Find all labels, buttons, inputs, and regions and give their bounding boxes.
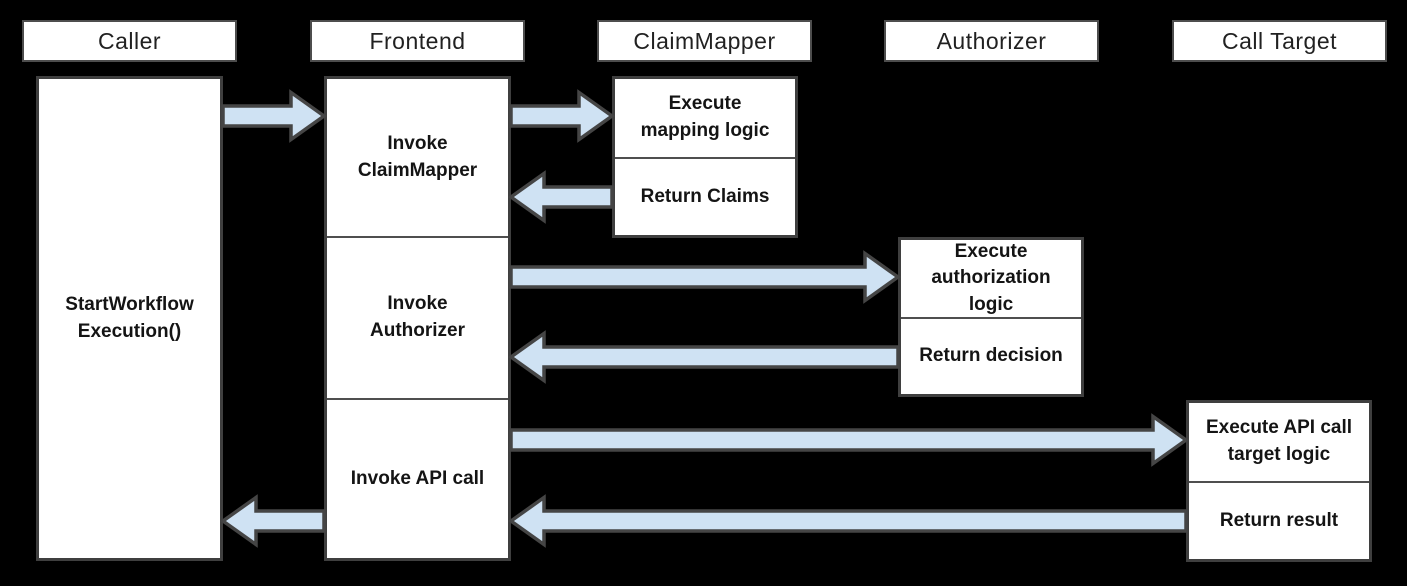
activity-return-result: Return result <box>1189 481 1369 559</box>
activity-return-decision: Return decision <box>901 317 1081 394</box>
activity-execute-mapping-logic: Execute mapping logic <box>615 79 795 157</box>
arrow-frontend-to-authorizer <box>509 250 902 304</box>
activation-authorizer: Execute authorization logic Return decis… <box>898 237 1084 397</box>
lifeline-header-calltarget-label: Call Target <box>1221 27 1338 54</box>
activity-invoke-claimmapper-label: Invoke ClaimMapper <box>357 132 478 181</box>
lifeline-header-claimmapper: ClaimMapper <box>597 20 812 62</box>
arrow-frontend-to-claimmapper <box>509 89 616 143</box>
activation-frontend: Invoke ClaimMapper Invoke Authorizer Inv… <box>324 76 511 561</box>
activity-invoke-authorizer: Invoke Authorizer <box>327 236 508 398</box>
activation-claimmapper: Execute mapping logic Return Claims <box>612 76 798 238</box>
arrow-calltarget-to-frontend <box>507 494 1188 548</box>
lifeline-header-claimmapper-label: ClaimMapper <box>633 27 776 54</box>
activity-startworkflowexecution-label: StartWorkflow Execution() <box>65 293 194 342</box>
activity-invoke-api-call: Invoke API call <box>327 398 508 558</box>
lifeline-header-authorizer-label: Authorizer <box>936 27 1047 54</box>
arrow-claimmapper-to-frontend <box>507 170 614 224</box>
lifeline-header-frontend-label: Frontend <box>369 27 466 54</box>
activity-execute-api-call-target-logic: Execute API call target logic <box>1189 403 1369 481</box>
lifeline-header-caller-label: Caller <box>97 27 162 54</box>
arrow-caller-to-frontend <box>221 89 328 143</box>
activity-execute-api-call-target-logic-label: Execute API call target logic <box>1205 417 1353 465</box>
lifeline-header-frontend: Frontend <box>310 20 525 62</box>
activation-calltarget: Execute API call target logic Return res… <box>1186 400 1372 562</box>
activity-return-claims: Return Claims <box>615 157 795 235</box>
activity-return-claims-label: Return Claims <box>640 185 770 207</box>
activity-return-result-label: Return result <box>1219 509 1339 531</box>
activation-caller: StartWorkflow Execution() <box>36 76 223 561</box>
activity-startworkflowexecution: StartWorkflow Execution() <box>39 79 220 558</box>
lifeline-header-calltarget: Call Target <box>1172 20 1387 62</box>
activity-execute-authorization-logic: Execute authorization logic <box>901 240 1081 317</box>
arrow-authorizer-to-frontend <box>507 330 900 384</box>
lifeline-header-caller: Caller <box>22 20 237 62</box>
activity-execute-mapping-logic-label: Execute mapping logic <box>640 93 770 141</box>
activity-invoke-api-call-label: Invoke API call <box>350 467 485 489</box>
arrow-frontend-to-calltarget <box>509 413 1190 467</box>
lifeline-header-authorizer: Authorizer <box>884 20 1099 62</box>
activity-return-decision-label: Return decision <box>919 345 1063 367</box>
arrow-frontend-to-caller <box>219 494 326 548</box>
activity-invoke-authorizer-label: Invoke Authorizer <box>370 293 465 341</box>
activity-execute-authorization-logic-label: Execute authorization logic <box>931 240 1051 315</box>
activity-invoke-claimmapper: Invoke ClaimMapper <box>327 79 508 236</box>
